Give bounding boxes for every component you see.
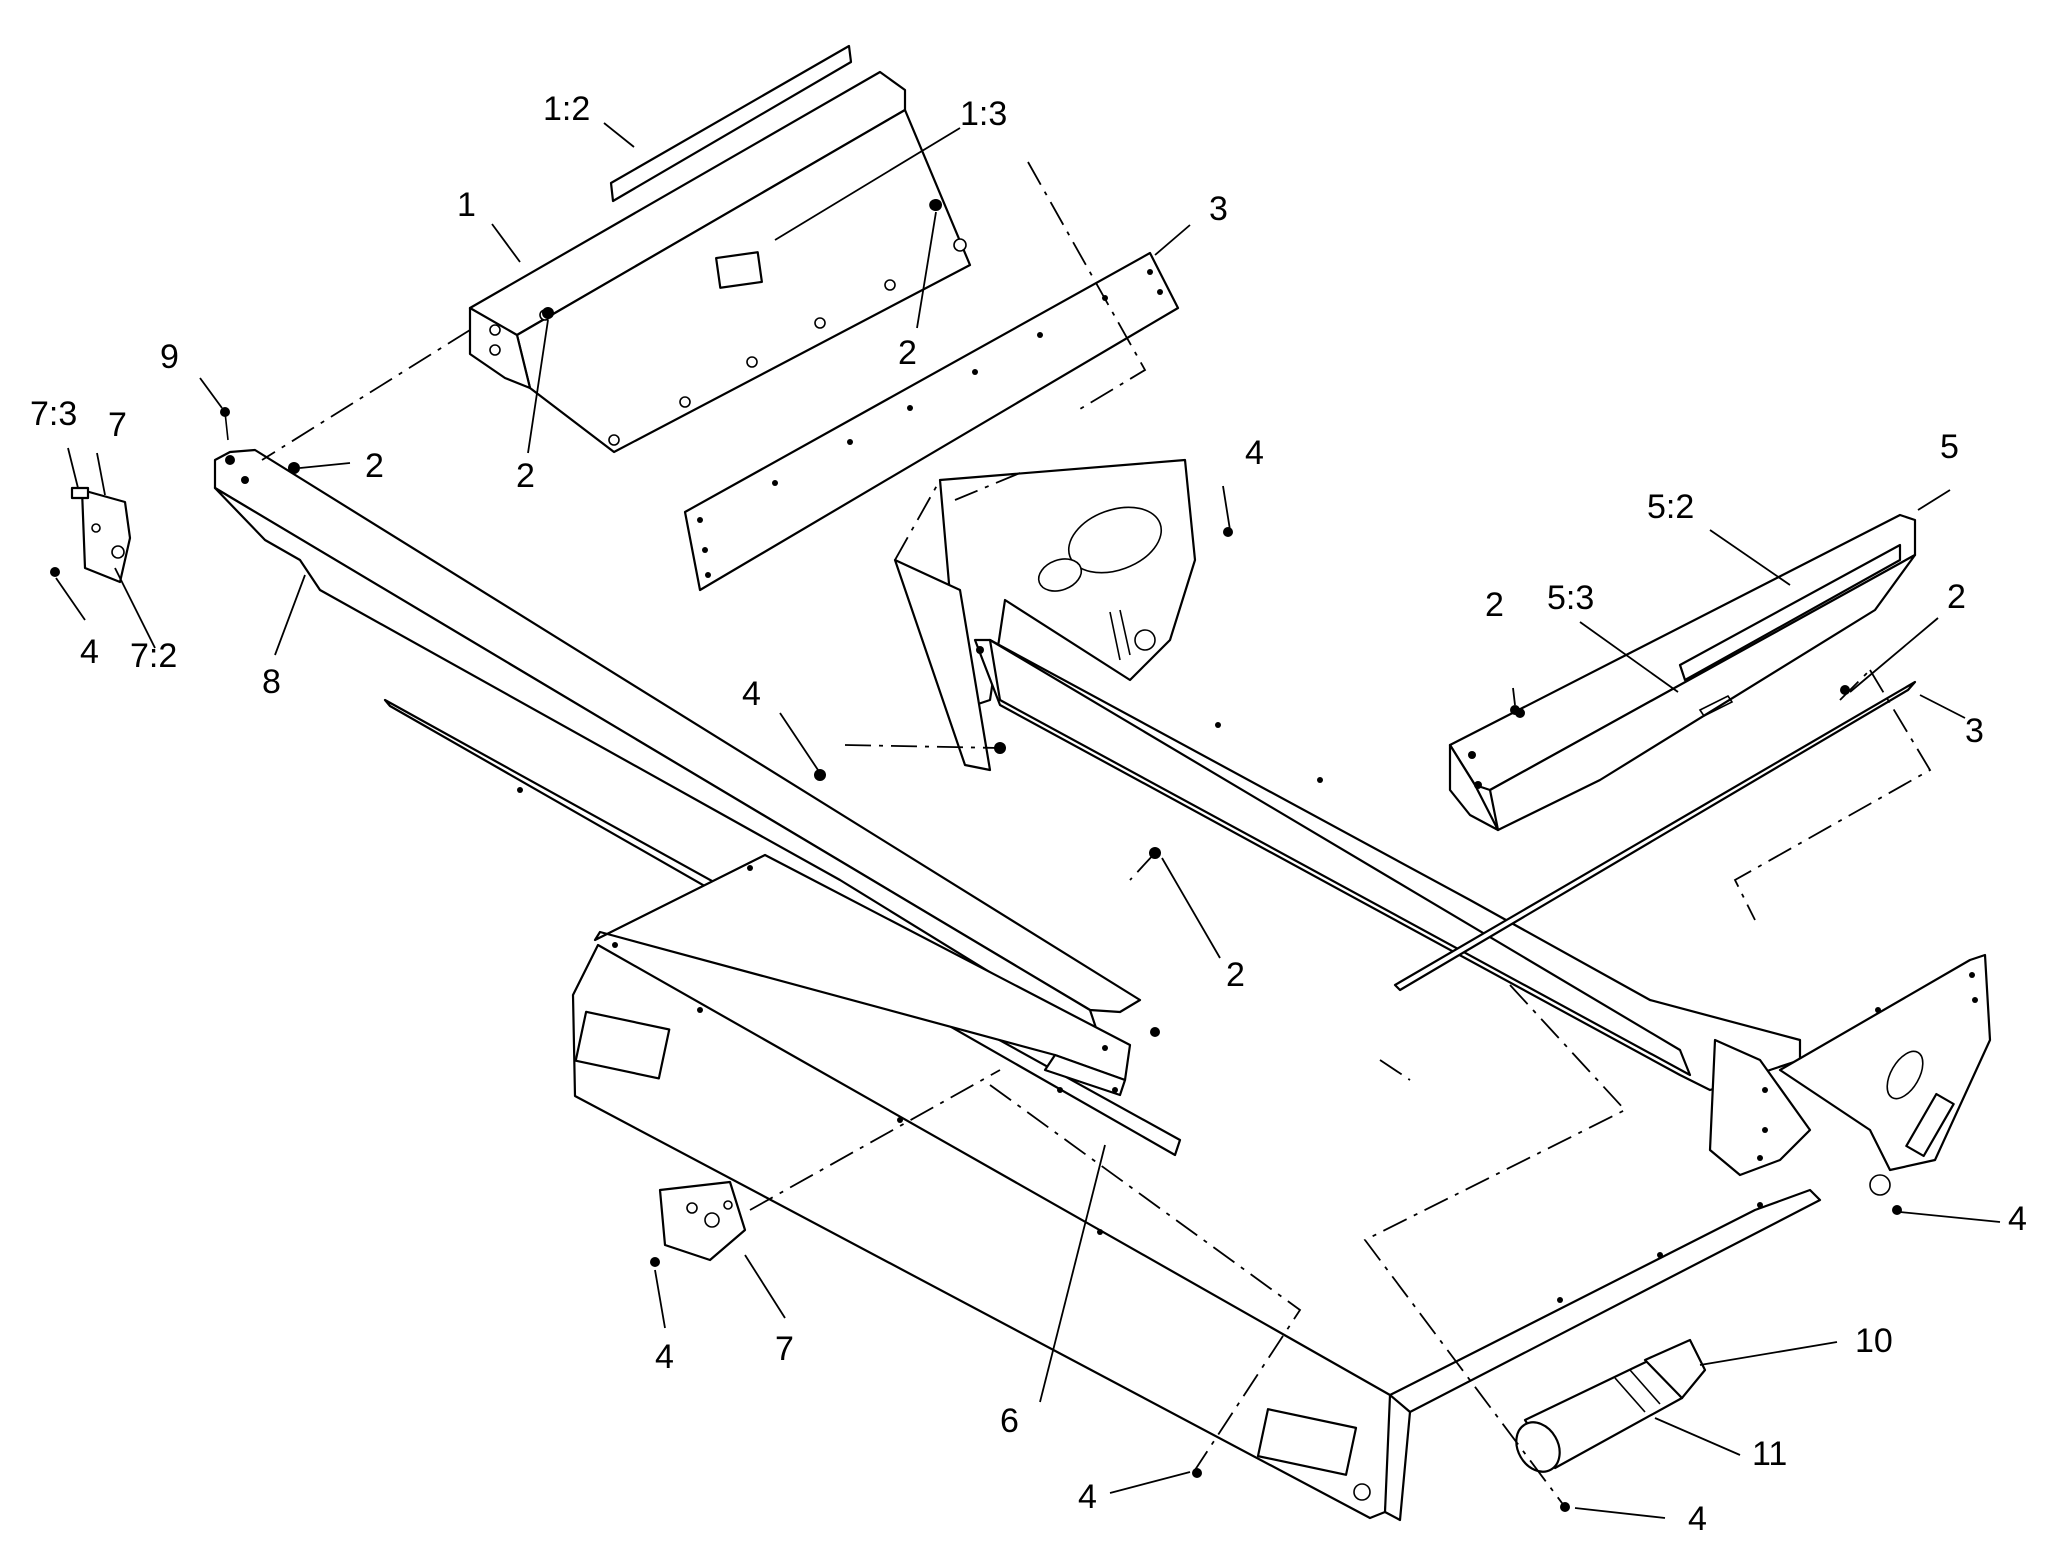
label-6: 6 [1000, 1402, 1019, 1440]
label-7-3: 7:3 [30, 395, 77, 433]
label-7-2: 7:2 [130, 637, 177, 675]
label-7-lower: 7 [775, 1330, 794, 1368]
label-4-center-left: 4 [742, 675, 761, 713]
part-1-2-strip [609, 44, 853, 203]
label-11: 11 [1752, 1435, 1787, 1473]
label-2-right-left: 2 [1485, 586, 1504, 624]
part-1-shield [468, 70, 972, 454]
part-8-left-beam [213, 448, 1142, 1042]
label-4-bottom-right: 4 [1688, 1500, 1707, 1538]
centerlines [261, 161, 1932, 1508]
label-4-left: 4 [80, 633, 99, 671]
part-7-bracket-lower [658, 1180, 747, 1262]
label-5-3: 5:3 [1547, 579, 1594, 617]
part-10-11-pin [1515, 1338, 1707, 1473]
label-8: 8 [262, 663, 281, 701]
part-7-bracket-left [70, 486, 132, 584]
callout-labels: 1:2 1:3 1 3 2 2 2 9 7:3 7 4 7:2 8 4 4 2 … [30, 90, 2027, 1538]
label-4-center-top: 4 [1245, 434, 1264, 472]
label-1-3: 1:3 [960, 95, 1007, 133]
label-1-2: 1:2 [543, 90, 590, 128]
label-2-right: 2 [1947, 578, 1966, 616]
leader-lines [55, 122, 2001, 1519]
label-2-beam: 2 [365, 447, 384, 485]
center-frame [893, 458, 1812, 1177]
label-7-left: 7 [108, 406, 127, 444]
part-5-shield [1448, 513, 1917, 832]
label-2-upper-left: 2 [516, 457, 535, 495]
right-side-plate [1778, 953, 1992, 1196]
label-4-lower-left: 4 [655, 1338, 674, 1376]
label-10: 10 [1855, 1322, 1893, 1360]
label-5: 5 [1940, 428, 1959, 466]
label-2-upper-right: 2 [898, 334, 917, 372]
label-2-center: 2 [1226, 956, 1245, 994]
main-deck [571, 943, 1822, 1522]
label-5-2: 5:2 [1647, 488, 1694, 526]
label-3-upper: 3 [1209, 190, 1228, 228]
label-4-right: 4 [2008, 1200, 2027, 1238]
lower-left-shield [593, 853, 1160, 1097]
label-1: 1 [457, 186, 476, 224]
label-3-right: 3 [1965, 712, 1984, 750]
label-4-bottom-center: 4 [1078, 1478, 1097, 1516]
label-9: 9 [160, 338, 179, 376]
